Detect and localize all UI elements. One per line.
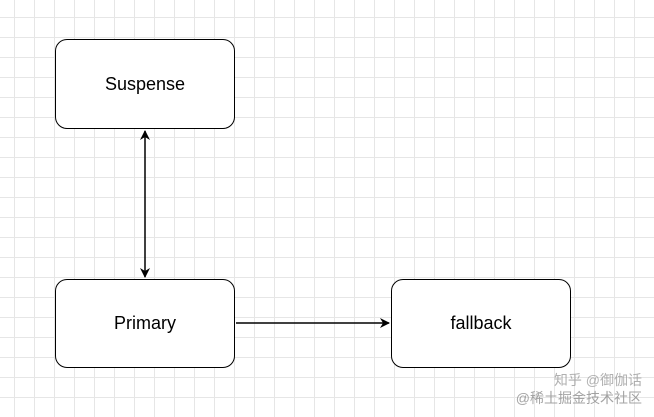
watermark: 知乎 @御伽话 @稀土掘金技术社区 <box>516 371 642 407</box>
node-suspense[interactable]: Suspense <box>55 39 235 129</box>
watermark-line1: 知乎 @御伽话 <box>553 372 642 388</box>
watermark-line2: @稀土掘金技术社区 <box>515 390 642 406</box>
node-fallback[interactable]: fallback <box>391 279 571 368</box>
node-suspense-label: Suspense <box>104 73 186 94</box>
node-primary-label: Primary <box>114 313 176 333</box>
node-fallback-label: fallback <box>450 313 512 333</box>
node-primary[interactable]: Primary <box>55 279 235 368</box>
